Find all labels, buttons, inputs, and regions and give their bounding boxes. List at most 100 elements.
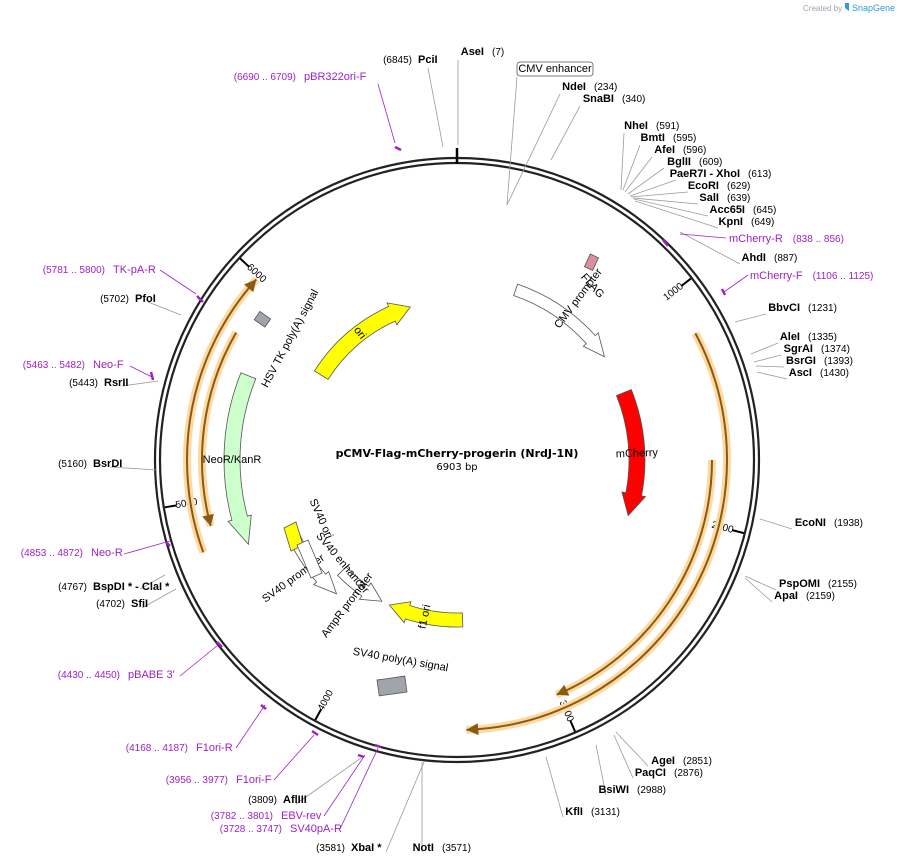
enzyme-name-sgrai[interactable]: SgrAI: [784, 343, 813, 355]
enzyme-connector-pfoi: [147, 301, 182, 316]
enzyme-pos-nhei: (591): [656, 121, 679, 132]
enzyme-connector-ahdi: [679, 231, 741, 265]
primer-mark-neo-r[interactable]: [165, 541, 171, 547]
enzyme-name-alei[interactable]: AleI: [780, 331, 800, 343]
enzyme-name-bsiwi[interactable]: BsiWI: [598, 784, 629, 796]
enzyme-pos-acc65i: (645): [753, 205, 776, 216]
primer-mark-tk-pa-r[interactable]: [196, 295, 204, 303]
enzyme-name-asci[interactable]: AscI: [789, 367, 812, 379]
enzyme-name-noti[interactable]: NotI: [413, 842, 434, 854]
enzyme-name-agei[interactable]: AgeI: [651, 755, 675, 767]
hsv-tk-polya-box[interactable]: [253, 310, 272, 328]
primer-mark-mcherry-f[interactable]: [720, 288, 727, 296]
tick-mark-4000: [314, 708, 322, 721]
feature-neor-kanr[interactable]: [223, 372, 257, 546]
enzyme-pos-alei: (1335): [808, 332, 837, 343]
enzyme-name-ndei[interactable]: NdeI: [562, 81, 586, 93]
primer-name-ebv-rev[interactable]: EBV-rev: [281, 810, 322, 822]
primer-name-pbr322ori-f[interactable]: pBR322ori-F: [304, 71, 367, 83]
enzyme-name-afei[interactable]: AfeI: [654, 144, 675, 156]
primer-mark-ebv-rev[interactable]: [357, 753, 365, 759]
primer-mark-pbr322ori-f[interactable]: [394, 145, 402, 152]
primer-connector-mcherry-r: [679, 233, 727, 239]
primer-pos-tk-pa-r: (5781 .. 5800): [43, 265, 105, 276]
primer-mark-neo-f[interactable]: [149, 371, 155, 381]
enzyme-name-bmti[interactable]: BmtI: [641, 132, 665, 144]
feature-mcherry[interactable]: [615, 389, 647, 517]
feature-ampr-promoter[interactable]: [337, 566, 383, 602]
primer-pos-pbr322ori-f: (6690 .. 6709): [234, 72, 296, 83]
enzyme-name-bsrdi[interactable]: BsrDI: [93, 458, 122, 470]
enzyme-name-apai[interactable]: ApaI: [774, 590, 798, 602]
primer-connector-sv40pa-r: [339, 747, 379, 830]
enzyme-name-acc65i[interactable]: Acc65I: [710, 204, 745, 216]
enzyme-pos-asci: (1430): [820, 368, 849, 379]
primer-pos-ebv-rev: (3782 .. 3801): [211, 811, 273, 822]
enzyme-name-paer7i-xhoi[interactable]: PaeR7I - XhoI: [670, 168, 740, 180]
primer-name-mcherry-f[interactable]: mCherry-F: [750, 270, 803, 282]
primer-mark-f1ori-r[interactable]: [260, 704, 267, 710]
flag-box[interactable]: [583, 253, 600, 271]
primer-connector-tk-pa-r: [159, 269, 197, 295]
primer-name-tk-pa-r[interactable]: TK-pA-R: [113, 264, 156, 276]
primer-mark-f1ori-f[interactable]: [311, 729, 319, 737]
primer-name-neo-f[interactable]: Neo-F: [93, 359, 124, 371]
enzyme-name-afliii[interactable]: AflIII: [283, 794, 307, 806]
feature-cmv-promoter[interactable]: [513, 283, 606, 358]
primer-name-neo-r[interactable]: Neo-R: [91, 547, 123, 559]
enzyme-name-bspdi-clai[interactable]: BspDI * - ClaI *: [93, 581, 170, 593]
enzyme-name-bsrgi[interactable]: BsrGI: [786, 355, 816, 367]
primer-mark-mcherry-r[interactable]: [662, 239, 669, 247]
enzyme-pos-sfii: (4702): [96, 599, 125, 610]
enzyme-name-pspomi[interactable]: PspOMI: [779, 578, 820, 590]
enzyme-name-kpni[interactable]: KpnI: [719, 216, 743, 228]
enzyme-name-pfoi[interactable]: PfoI: [135, 293, 156, 305]
orf-arc-left-outer[interactable]: [186, 278, 258, 553]
enzyme-name-bbvci[interactable]: BbvCI: [768, 302, 800, 314]
primer-connector-ebv-rev: [323, 754, 366, 817]
enzyme-pos-snabi: (340): [622, 94, 645, 105]
enzyme-connector-sgrai: [753, 354, 782, 363]
enzyme-name-snabi[interactable]: SnaBI: [583, 93, 614, 105]
enzyme-name-sfii[interactable]: SfiI: [131, 598, 148, 610]
enzyme-pos-afliii: (3809): [248, 795, 277, 806]
tick-mark-5000: [164, 504, 177, 509]
primer-connector-pbabe-3: [179, 644, 219, 677]
feature-label-ori: ori: [351, 325, 368, 342]
enzyme-name-kfli[interactable]: KflI: [565, 806, 583, 818]
enzyme-name-asei[interactable]: AseI: [461, 46, 484, 58]
enzyme-name-nhei[interactable]: NheI: [624, 120, 648, 132]
primer-name-pbabe-3[interactable]: pBABE 3': [128, 669, 175, 681]
enzyme-name-econi[interactable]: EcoNI: [795, 517, 826, 529]
enzyme-pos-paqci: (2876): [674, 768, 703, 779]
feature-ori[interactable]: [313, 302, 411, 381]
sv40-enhancer-box[interactable]: [296, 539, 323, 579]
enzyme-name-pcii[interactable]: PciI: [418, 54, 438, 66]
orf-arc-inner[interactable]: [556, 459, 713, 696]
enzyme-name-rsrii[interactable]: RsrII: [104, 377, 128, 389]
enzyme-name-ecori[interactable]: EcoRI: [688, 180, 719, 192]
orf-arc-mcherry-progerin[interactable]: [466, 332, 728, 731]
orf-arc-left-inner[interactable]: [201, 332, 238, 527]
primer-connector-neo-r: [123, 540, 171, 555]
enzyme-name-sali[interactable]: SalI: [699, 192, 719, 204]
primer-connector-mcherry-f: [723, 274, 749, 293]
enzyme-name-ahdi[interactable]: AhdI: [742, 252, 766, 264]
enzyme-name-xbai[interactable]: XbaI *: [351, 842, 382, 854]
primer-name-mcherry-r[interactable]: mCherry-R: [729, 233, 783, 245]
primer-mark-pbabe-3[interactable]: [216, 641, 223, 648]
primer-name-f1ori-r[interactable]: F1ori-R: [196, 742, 233, 754]
primer-name-f1ori-f[interactable]: F1ori-F: [236, 774, 272, 786]
feature-f1-ori[interactable]: [388, 601, 464, 628]
enzyme-connector-bbvci: [734, 313, 767, 323]
cmv-enhancer-connector: [506, 76, 518, 206]
enzyme-name-bglii[interactable]: BglII: [667, 156, 691, 168]
enzyme-name-paqci[interactable]: PaqCI: [635, 767, 666, 779]
primer-mark-sv40pa-r[interactable]: [374, 743, 382, 749]
plasmid-backbone[interactable]: [153, 148, 761, 764]
feature-text-hsv-tk-polya: HSV TK poly(A) signal: [259, 288, 321, 390]
sv40-polya-box[interactable]: [376, 675, 408, 697]
enzyme-connector-bmti: [622, 144, 641, 191]
primer-name-sv40pa-r[interactable]: SV40pA-R: [290, 823, 342, 835]
